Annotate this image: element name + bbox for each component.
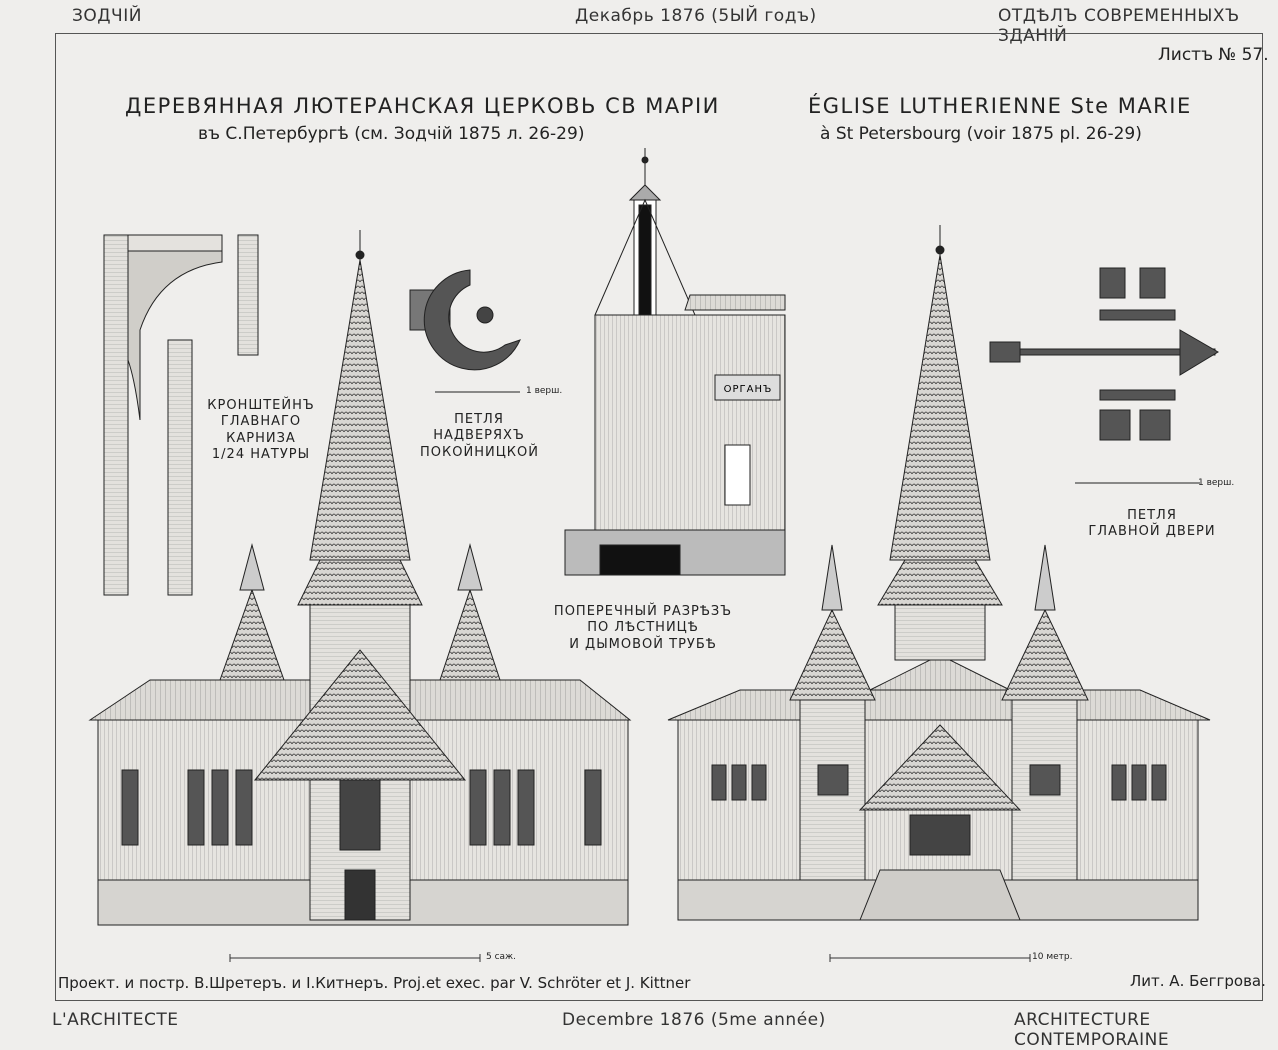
section-caption-line3: И ДЫМОВОЙ ТРУБѢ — [569, 636, 717, 652]
subtitle-fr: à St Petersbourg (voir 1875 pl. 26-29) — [820, 124, 1142, 144]
scale-bar-right — [829, 954, 1031, 962]
mortuary-hinge-caption: ПЕТЛЯ НАДВЕРЯХЪ ПОКОЙНИЦКОЙ — [420, 412, 538, 461]
issue-date-ru: Декабрь 1876 (5ЫЙ годъ) — [575, 6, 817, 26]
bracket-caption-line1: КРОНШТЕЙНЪ — [207, 398, 315, 413]
bracket-caption-line3: 1/24 НАТУРЫ — [211, 446, 311, 462]
section-caption-line2: ПО ЛѢСТНИЦѢ — [587, 620, 699, 636]
journal-title-ru: ЗОДЧIЙ — [72, 6, 142, 26]
section-caption: ПОПЕРЕЧНЫЙ РАЗРѢЗЪ ПО ЛѢСТНИЦѢ И ДЫМОВОЙ… — [548, 604, 738, 653]
organ-label: ОРГАНЪ — [724, 384, 773, 395]
sheet-number: Листъ № 57. — [1158, 45, 1269, 65]
section-title-ru: ОТДѢЛЪ СОВРЕМЕННЫХЪ ЗДАНIЙ — [998, 6, 1240, 46]
cornice-bracket-drawing — [103, 234, 259, 596]
scale-label-right: 10 метр. — [1032, 952, 1073, 962]
section-caption-line1: ПОПЕРЕЧНЫЙ РАЗРѢЗЪ — [553, 604, 733, 619]
title-fr: ÉGLISE LUTHERIENNE Ste MARIE — [808, 94, 1192, 118]
mortuary-hinge-caption-line2: НАДВЕРЯХЪ — [433, 428, 525, 444]
scale-label-small-right: 1 верш. — [1198, 478, 1235, 488]
issue-date-fr: Decembre 1876 (5me année) — [562, 1010, 826, 1030]
scale-bar-left — [229, 954, 481, 962]
bracket-caption-line2: ГЛАВНАГО КАРНИЗА — [220, 414, 302, 446]
main-hinge-caption: ПЕТЛЯ ГЛАВНОЙ ДВЕРИ — [1082, 508, 1222, 541]
journal-title-fr: L'ARCHITECTE — [52, 1010, 179, 1030]
subtitle-ru: въ С.Петербургѣ (см. Зодчiй 1875 л. 26-2… — [198, 124, 585, 144]
scale-label-small-left: 1 верш. — [526, 386, 563, 396]
plate-frame — [55, 33, 1263, 1001]
church-front-elevation — [88, 230, 632, 926]
section-title-fr: ARCHITECTURE CONTEMPORAINE — [1014, 1010, 1170, 1050]
mortuary-hinge-caption-line1: ПЕТЛЯ — [454, 412, 504, 427]
title-ru: ДЕРЕВЯННАЯ ЛЮТЕРАНСКАЯ ЦЕРКОВЬ СВ МАРIИ — [125, 94, 720, 118]
scale-label-left: 5 саж. — [486, 952, 517, 962]
lithographer: Лит. А. Беггрова. — [1130, 972, 1266, 990]
main-door-hinge-drawing — [989, 267, 1219, 484]
bracket-caption: КРОНШТЕЙНЪ ГЛАВНАГО КАРНИЗА 1/24 НАТУРЫ — [196, 398, 326, 463]
mortuary-door-hinge-drawing — [409, 269, 521, 393]
main-hinge-caption-line1: ПЕТЛЯ — [1127, 508, 1177, 523]
mortuary-hinge-caption-line3: ПОКОЙНИЦКОЙ — [420, 444, 539, 460]
credits: Проект. и постр. В.Шретеръ. и I.Китнеръ.… — [58, 974, 691, 992]
church-side-elevation — [667, 225, 1211, 921]
stair-chimney-section-drawing — [564, 148, 786, 576]
main-hinge-caption-line2: ГЛАВНОЙ ДВЕРИ — [1088, 524, 1216, 540]
